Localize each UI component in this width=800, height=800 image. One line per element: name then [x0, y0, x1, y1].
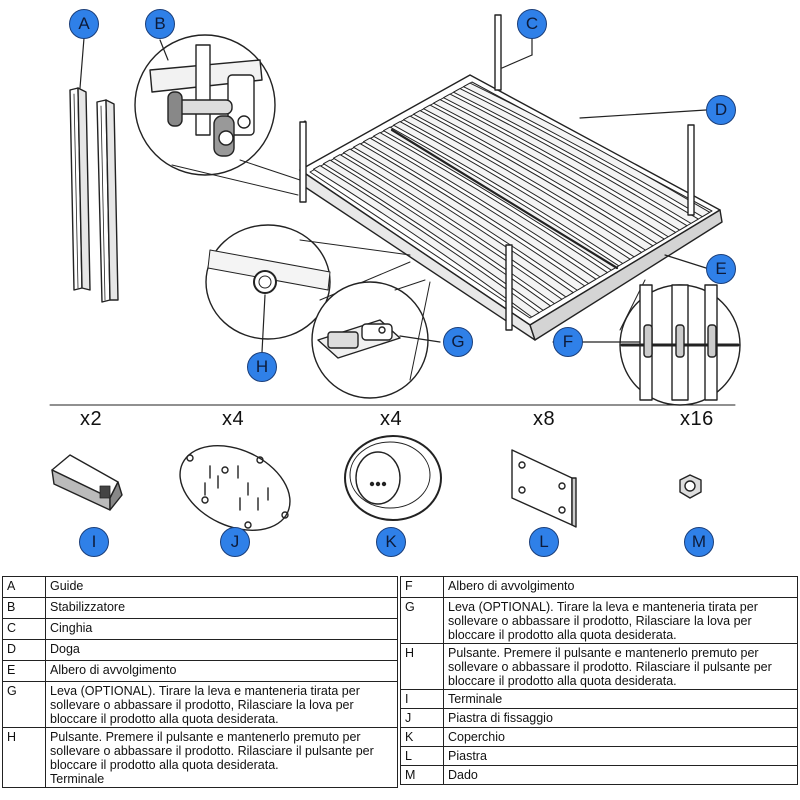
callout-f: F [553, 327, 583, 357]
legend-row: J Piastra di fissaggio [400, 708, 798, 728]
legend-row: E Albero di avvolgimento [2, 660, 398, 682]
legend-code: A [2, 576, 46, 598]
legend-code: B [2, 597, 46, 619]
callout-c: C [517, 9, 547, 39]
legend-row: K Coperchio [400, 727, 798, 747]
slat [383, 126, 620, 271]
legend-code: G [400, 597, 444, 644]
legend-row: G Leva (OPTIONAL). Tirare la leva e mant… [2, 681, 398, 728]
qty-terminal: x2 [80, 408, 103, 430]
slat [373, 132, 608, 278]
legend-text: Albero di avvolgimento [45, 660, 398, 682]
legend-text: Stabilizzatore [45, 597, 398, 619]
legend-row: L Piastra [400, 746, 798, 766]
legend-code: E [2, 660, 46, 682]
callout-h: H [247, 352, 277, 382]
legend-text: Guide [45, 576, 398, 598]
legend-text: Terminale [443, 689, 798, 709]
legend-text: Albero di avvolgimento [443, 576, 798, 598]
legend-row: H Pulsante. Premere il pulsante e manten… [2, 727, 398, 788]
legend-code: L [400, 746, 444, 766]
legend-row: M Dado [400, 765, 798, 785]
legend-code: K [400, 727, 444, 747]
slat [453, 88, 699, 224]
qty-plate: x8 [533, 408, 556, 430]
legend-row: I Terminale [400, 689, 798, 709]
callout-i: I [79, 527, 109, 557]
legend-text: Cinghia [45, 618, 398, 640]
legend-row: H Pulsante. Premere il pulsante e manten… [400, 643, 798, 690]
qty-cover: x4 [380, 408, 403, 430]
legend-text-main: Pulsante. Premere il pulsante e mantener… [50, 730, 374, 772]
legend-code: H [2, 727, 46, 788]
slat [433, 99, 677, 238]
part-terminal [51, 454, 123, 511]
legend-text: Coperchio [443, 727, 798, 747]
slat [423, 104, 665, 244]
callout-l: L [529, 527, 559, 557]
legend-text: Pulsante. Premere il pulsante e mantener… [443, 643, 798, 690]
legend-row: A Guide [2, 576, 398, 598]
legend-code: D [2, 639, 46, 661]
legend-text: Doga [45, 639, 398, 661]
callout-j: J [220, 527, 250, 557]
legend-row: C Cinghia [2, 618, 398, 640]
slat [313, 165, 540, 318]
part-cover [344, 435, 442, 521]
slat [403, 115, 642, 258]
button-detail [205, 224, 411, 340]
legend-text: Piastra [443, 746, 798, 766]
slat [413, 110, 654, 251]
qty-nut: x16 [680, 408, 714, 430]
part-plate [511, 449, 577, 528]
guide-rails [69, 87, 119, 303]
legend-text: Pulsante. Premere il pulsante e mantener… [45, 727, 398, 788]
legend-row: B Stabilizzatore [2, 597, 398, 619]
slat [353, 143, 586, 291]
callout-b: B [145, 9, 175, 39]
callout-k: K [376, 527, 406, 557]
slat [343, 148, 574, 298]
legend-text-extra: Terminale [50, 772, 105, 786]
slat [443, 93, 688, 231]
part-fixing-plate [179, 445, 291, 531]
callout-a: A [69, 9, 99, 39]
slat [393, 121, 631, 264]
legend-text: Dado [443, 765, 798, 785]
callout-d: D [706, 95, 736, 125]
slat [463, 82, 711, 218]
legend-row: F Albero di avvolgimento [400, 576, 798, 598]
lever-detail [311, 279, 431, 399]
qty-fixing-plate: x4 [222, 408, 245, 430]
callout-g: G [443, 327, 473, 357]
slat [323, 159, 551, 311]
legend-code: M [400, 765, 444, 785]
slat [363, 137, 597, 285]
legend-row: G Leva (OPTIONAL). Tirare la leva e mant… [400, 597, 798, 644]
legend-code: G [2, 681, 46, 728]
stabilizer-detail [134, 34, 301, 196]
diagram-drawing [49, 14, 741, 531]
legend-code: H [400, 643, 444, 690]
callout-e: E [706, 254, 736, 284]
legend-table-right: F Albero di avvolgimento G Leva (OPTIONA… [400, 576, 798, 785]
winding-shaft-detail [619, 279, 741, 406]
callout-m: M [684, 527, 714, 557]
legend-row: D Doga [2, 639, 398, 661]
legend-text: Leva (OPTIONAL). Tirare la leva e manten… [443, 597, 798, 644]
slat [333, 154, 563, 305]
legend-text: Piastra di fissaggio [443, 708, 798, 728]
legend-code: C [2, 618, 46, 640]
legend-table-left: A Guide B Stabilizzatore C Cinghia D Dog… [2, 576, 398, 788]
legend-code: J [400, 708, 444, 728]
legend-code: F [400, 576, 444, 598]
bed-frame [299, 14, 723, 341]
part-nut [679, 474, 702, 499]
legend-text: Leva (OPTIONAL). Tirare la leva e manten… [45, 681, 398, 728]
legend-code: I [400, 689, 444, 709]
